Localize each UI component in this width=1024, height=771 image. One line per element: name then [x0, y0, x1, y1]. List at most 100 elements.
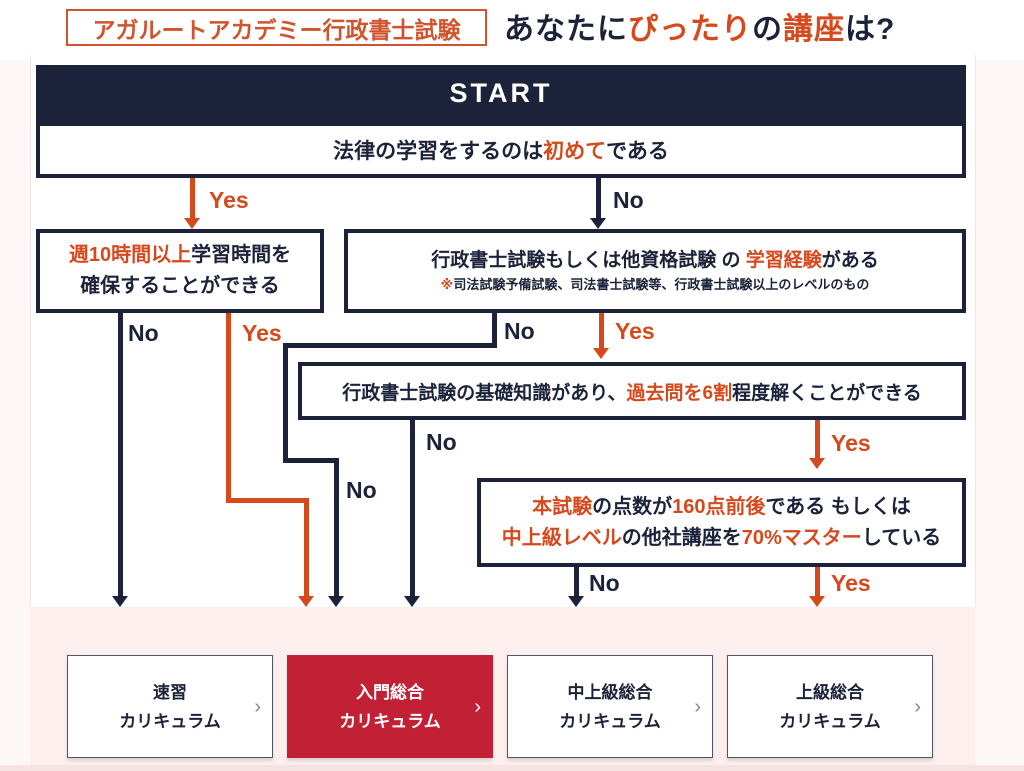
q4-yes-label: Yes [831, 570, 871, 596]
node-note: ※司法試験予備試験、司法書士試験等、行政書士試験以上のレベルのもの [441, 275, 870, 295]
brand-badge: アガルートアカデミー行政書士試験 [66, 9, 487, 46]
q1-yes-line [190, 178, 195, 220]
q2a-yes-line-h1 [226, 498, 309, 503]
text-highlight: 初めて [543, 140, 607, 163]
text: がある [821, 250, 879, 271]
button-label-line2: カリキュラム [339, 711, 441, 731]
q2b-no-arrowhead [328, 596, 344, 607]
text-highlight: 週10時間以上 [68, 244, 192, 266]
right-gutter [975, 60, 1024, 771]
node-exam-score-level: 本試験の点数が160点前後である もしくは 中上級レベルの他社講座を70%マスタ… [477, 478, 966, 567]
button-label-line2: カリキュラム [559, 711, 661, 731]
content-left-border [30, 55, 31, 607]
q1-yes-arrowhead [184, 218, 200, 229]
text-highlight: 本試験 [532, 495, 593, 518]
q4-no-line [574, 567, 579, 598]
start-node: START [36, 65, 966, 122]
node-text-line2: 中上級レベルの他社講座を70%マスターしている [502, 523, 941, 554]
button-label-line1: 速習 [153, 682, 187, 702]
q4-yes-line [815, 567, 820, 598]
text: 行政書士試験もしくは他資格試験 の [431, 250, 746, 271]
text-highlight: 70%マスター [741, 526, 862, 549]
q3-yes-arrowhead [809, 458, 825, 469]
bottom-strip [0, 765, 1024, 771]
q3-no-label: No [426, 429, 457, 455]
text: 学習時間を [191, 244, 292, 266]
node-weekly-study-hours: 週10時間以上学習時間を 確保することができる [36, 229, 324, 313]
title-part-highlight: 講座 [783, 13, 845, 46]
q2b-no-line-v1 [492, 313, 497, 348]
q1-no-arrowhead [590, 218, 606, 229]
q2a-yes-arrowhead [298, 596, 314, 607]
q2a-no-line [118, 313, 123, 598]
button-label-line1: 中上級総合 [567, 682, 653, 702]
q4-no-label: No [589, 570, 620, 596]
title-part-highlight: ぴったり [628, 13, 752, 46]
page-title: あなたにぴったりの 講座は? [504, 4, 895, 48]
left-gutter [0, 60, 30, 771]
chevron-right-icon: › [254, 695, 261, 718]
chevron-right-icon: › [474, 695, 481, 718]
node-text-line1: 本試験の点数が160点前後である もしくは [532, 492, 911, 523]
button-chujokyu-sogo-curriculum[interactable]: 中上級総合 カリキュラム › [507, 655, 713, 758]
node-law-study-first-time: 法律の学習をするのは初めてである [36, 122, 966, 178]
button-label-line2: カリキュラム [779, 711, 881, 731]
button-label-line1: 入門総合 [356, 682, 424, 702]
q2b-yes-label: Yes [615, 318, 655, 344]
q2b-no-line-v3 [334, 458, 339, 598]
q1-yes-label: Yes [209, 187, 249, 213]
title-part: の [752, 13, 783, 46]
q3-yes-label: Yes [831, 430, 871, 456]
chevron-right-icon: › [914, 695, 921, 718]
button-label-line2: カリキュラム [119, 711, 221, 731]
note-text: 司法試験予備試験、司法書士試験等、行政書士試験以上のレベルのもの [453, 277, 870, 292]
node-text: 法律の学習をするのは初めてである [333, 135, 669, 165]
q3-yes-line [815, 420, 820, 460]
q2a-yes-label: Yes [242, 320, 282, 346]
text-highlight: 中上級レベル [501, 526, 622, 549]
text-highlight: 学習経験 [745, 250, 822, 271]
q2b-no-label: No [504, 318, 535, 344]
text: である もしくは [765, 495, 911, 518]
q2b-no-label-2: No [346, 477, 377, 503]
node-text-line1: 行政書士試験もしくは他資格試験 の 学習経験がある [431, 247, 879, 275]
button-jokyu-sogo-curriculum[interactable]: 上級総合 カリキュラム › [727, 655, 933, 758]
title-part: あなたに [504, 13, 628, 46]
q2a-no-arrowhead [112, 596, 128, 607]
q2a-no-label: No [128, 320, 159, 346]
node-exam-study-experience: 行政書士試験もしくは他資格試験 の 学習経験がある ※司法試験予備試験、司法書士… [344, 229, 966, 313]
button-sokushu-curriculum[interactable]: 速習 カリキュラム › [67, 655, 273, 758]
text: の点数が [592, 495, 673, 518]
text: 法律の学習をするのは [333, 140, 544, 163]
node-text: 行政書士試験の基礎知識があり、過去問を6割程度解くことができる [342, 378, 921, 405]
text: 行政書士試験の基礎知識があり、 [342, 382, 627, 404]
button-nyumon-sogo-curriculum[interactable]: 入門総合 カリキュラム › [287, 655, 493, 758]
q2a-yes-line-v2 [304, 498, 309, 598]
content-right-border [975, 55, 976, 607]
q2b-yes-arrowhead [593, 348, 609, 359]
q2b-no-line-h1 [283, 343, 497, 348]
node-basic-knowledge-past-exams: 行政書士試験の基礎知識があり、過去問を6割程度解くことができる [298, 362, 966, 420]
q3-no-line [410, 420, 415, 598]
q1-no-label: No [613, 187, 644, 213]
title-part: は? [845, 13, 896, 46]
node-text-line1: 週10時間以上学習時間を [69, 240, 291, 271]
q2a-yes-line-v1 [226, 313, 231, 503]
q4-no-arrowhead [568, 596, 584, 607]
node-text-line2: 確保することができる [80, 275, 280, 297]
button-label-line1: 上級総合 [796, 682, 864, 702]
text-highlight: 160点前後 [672, 495, 766, 518]
text: している [861, 526, 942, 549]
note-asterisk: ※ [440, 277, 454, 292]
text: 程度解くことができる [732, 382, 922, 404]
text-highlight: 過去問を6割 [626, 382, 733, 404]
q1-no-line [596, 178, 601, 220]
q2b-no-line-h2 [283, 458, 339, 463]
text: の他社講座を [621, 526, 742, 549]
chevron-right-icon: › [694, 695, 701, 718]
text: である [606, 140, 669, 163]
q2b-no-line-v2 [283, 343, 288, 463]
q2b-yes-line [599, 313, 604, 350]
q3-no-arrowhead [404, 596, 420, 607]
